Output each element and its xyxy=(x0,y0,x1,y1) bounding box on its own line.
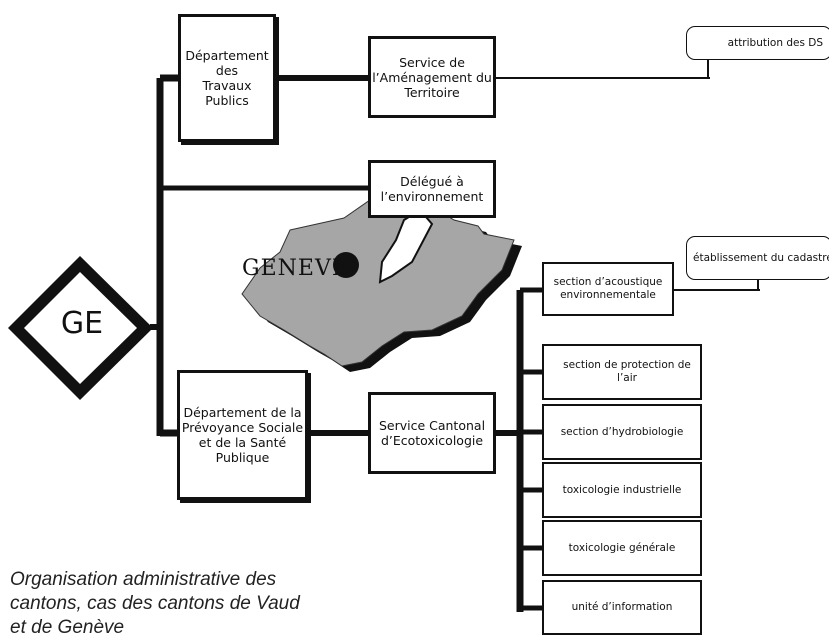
section-acoustique: section d’acoustique environnementale xyxy=(542,262,674,316)
section-protection-air: section de protection de l’air xyxy=(542,344,702,400)
section-hydrobiologie: section d’hydrobiologie xyxy=(542,404,702,460)
service-amenagement-territoire: Service de l’Aménagement du Territoire xyxy=(368,36,496,118)
geneva-city-dot xyxy=(333,252,359,278)
section-toxicologie-industrielle: toxicologie industrielle xyxy=(542,462,702,518)
department-travaux-publics: Département des Travaux Publics xyxy=(178,14,276,142)
map-label-geneve: GENEVE xyxy=(242,256,349,281)
section-unite-information: unité d’information xyxy=(542,580,702,635)
tag-attribution-ds: attribution des DS xyxy=(686,26,829,60)
connector-lines xyxy=(150,58,760,612)
tag-etablissement-cadastre: établissement du cadastre xyxy=(686,236,829,280)
root-label-ge: GE xyxy=(60,306,104,341)
delegue-environnement: Délégué à l’environnement xyxy=(368,160,496,218)
section-toxicologie-generale: toxicologie générale xyxy=(542,520,702,576)
department-prevoyance-sociale: Département de la Prévoyance Sociale et … xyxy=(177,370,308,500)
service-ecotoxicologie: Service Cantonal d’Ecotoxicologie xyxy=(368,392,496,474)
root-diamond-inner xyxy=(24,272,137,384)
figure-caption: Organisation administrative des cantons,… xyxy=(10,569,300,638)
